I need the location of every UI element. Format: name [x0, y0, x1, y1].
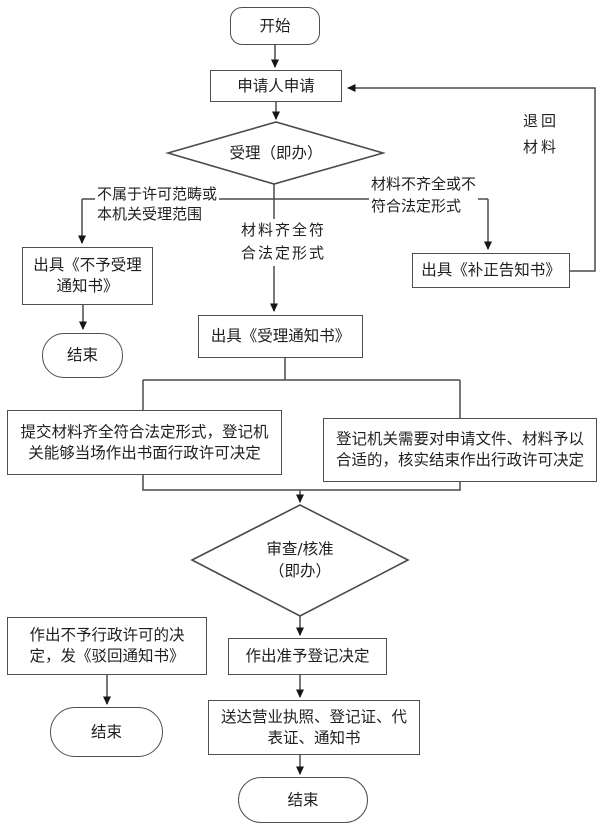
decision-accept-label: 受理（即办）	[229, 143, 323, 162]
deliver-license-node: 送达营业执照、登记证、代 表证、通知书	[208, 700, 420, 755]
decision-accept-diamond	[165, 121, 386, 185]
edge-label-not-in-scope: 不属于许可范畴或 本机关受理范围	[95, 185, 220, 224]
reject-notice-node: 出具《不予受理 通知书》	[22, 247, 153, 305]
end-node-3: 结束	[238, 777, 368, 823]
decision-review-label: 审查/核准 （即办）	[266, 539, 334, 580]
end-node-2: 结束	[50, 707, 163, 757]
start-node: 开始	[230, 7, 320, 45]
edge-label-materials-incomplete: 材料不齐全或不 符合法定形式	[369, 174, 479, 218]
accept-notice-node: 出具《受理通知书》	[198, 315, 363, 358]
verify-decision-node: 登记机关需要对申请文件、材料予以 合适的，核实结束作出行政许可决定	[323, 418, 597, 482]
onsite-decision-node: 提交材料齐全符合法定形式，登记机 关能够当场作出书面行政许可决定	[7, 410, 282, 475]
applicant-apply-node: 申请人申请	[210, 70, 342, 102]
deny-decision-node: 作出不予行政许可的决 定，发《驳回通知书》	[7, 617, 207, 675]
edge-label-return-materials: 退回 材料	[521, 108, 562, 161]
end-node-1: 结束	[42, 333, 123, 378]
edge-label-materials-complete: 材料齐全符 合法定形式	[239, 219, 329, 266]
decision-review-diamond	[190, 504, 410, 617]
supplement-notice-node: 出具《补正告知书》	[412, 253, 570, 288]
grant-registration-node: 作出准予登记决定	[228, 638, 387, 675]
